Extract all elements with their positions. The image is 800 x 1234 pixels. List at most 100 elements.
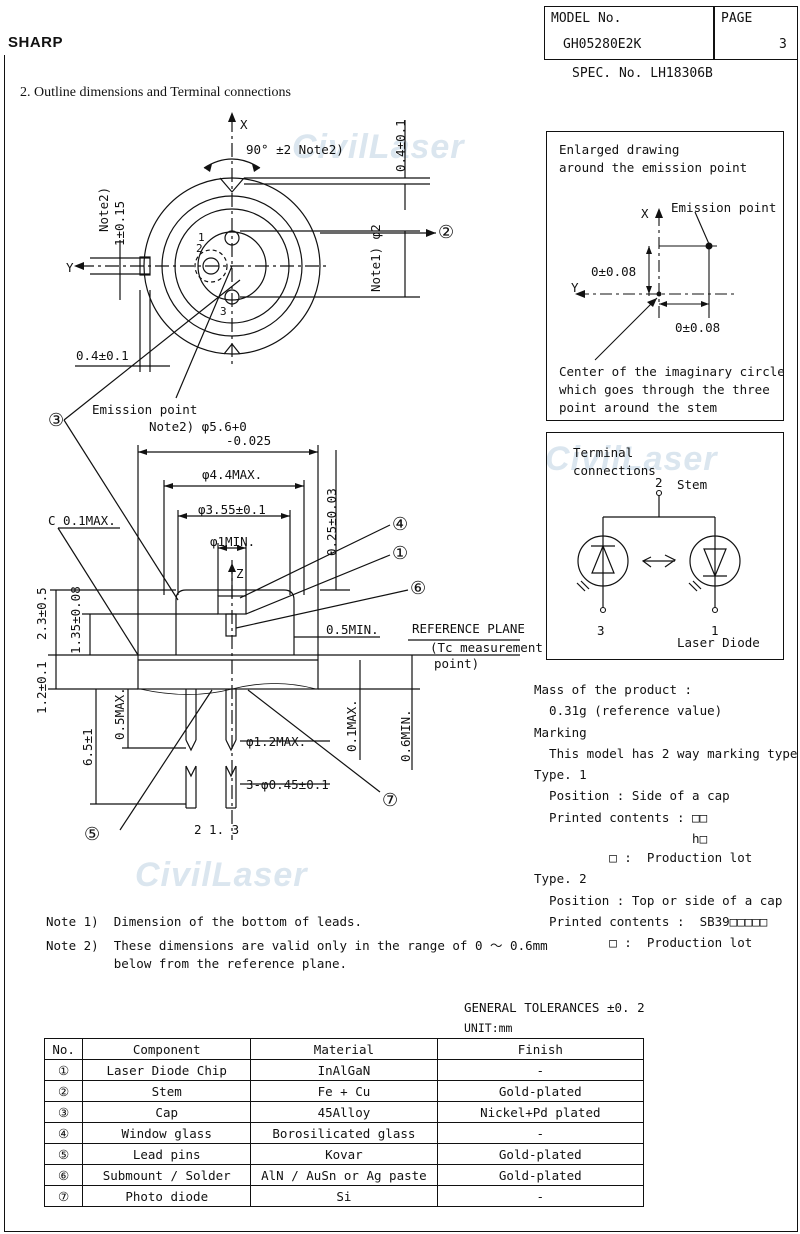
axis-y-label: Y: [66, 260, 74, 275]
pin-marker-3: 3: [220, 305, 227, 318]
table-cell: Gold-plated: [436, 1080, 645, 1102]
table-cell: -: [436, 1122, 645, 1144]
axis-z-label: Z: [236, 566, 244, 581]
general-tolerances: GENERAL TOLERANCES ±0. 2: [464, 1000, 645, 1015]
pin-marker-2: 2: [196, 242, 203, 255]
enlarged-y-label: Y: [571, 280, 579, 295]
note-line: Note 1) Dimension of the bottom of leads…: [46, 914, 363, 929]
enlarged-drawing-box: Enlarged drawing around the emission poi…: [546, 131, 785, 421]
angle-dimension: 90° ±2 Note2): [246, 142, 344, 157]
side-tolerance: 1±0.15: [112, 200, 127, 246]
table-cell: ①: [43, 1059, 84, 1081]
document-frame: [4, 55, 798, 1232]
unit-label: UNIT:mm: [464, 1021, 513, 1035]
terminal-schematic: [576, 489, 741, 614]
table-cell: Si: [250, 1185, 438, 1207]
table-cell: -: [436, 1185, 645, 1207]
enlarged-desc-1: Center of the imaginary circle: [559, 364, 785, 379]
terminal-pin-2: 2: [655, 475, 663, 490]
info-line: 0.31g (reference value): [534, 703, 723, 719]
info-line: Marking: [534, 724, 587, 740]
phi44-dimension: φ4.4MAX.: [202, 467, 263, 482]
spec-number: SPEC. No. LH18306B: [572, 66, 713, 81]
axis-x-label: X: [240, 117, 248, 132]
table-cell: ⑦: [43, 1185, 84, 1207]
lead-pin-labels: 2 1. 3: [194, 822, 240, 837]
table-cell: Gold-plated: [436, 1143, 645, 1165]
terminal-title-2: connections: [573, 463, 656, 478]
page-label: PAGE: [721, 11, 753, 26]
terminal-title-1: Terminal: [573, 445, 634, 460]
pin-marker-1: 1: [198, 231, 205, 244]
enlarged-drawing-graphic: [575, 208, 737, 361]
note2-side: Note2): [96, 186, 111, 232]
table-cell: ③: [43, 1101, 84, 1123]
table-row: ① Laser Diode Chip InAlGaN -: [43, 1059, 645, 1081]
laser-diode-label: Laser Diode: [677, 635, 760, 650]
enlarged-desc-2: which goes through the three: [559, 382, 770, 397]
table-cell: Photo diode: [82, 1185, 252, 1207]
v06min-dimension: 0.6MIN.: [398, 709, 413, 762]
enlarged-title-1: Enlarged drawing: [559, 142, 680, 157]
v05max-dimension: 0.5MAX.: [112, 687, 127, 740]
chamfer-dimension: C 0.1MAX.: [48, 513, 116, 528]
table-cell: Gold-plated: [436, 1164, 645, 1186]
watermark-middle: CivilLaser: [545, 440, 718, 478]
enlarged-dim-1: 0±0.08: [591, 264, 637, 279]
sharp-logo: SHARP: [8, 34, 64, 51]
table-cell: Submount / Solder: [82, 1164, 252, 1186]
model-value: GH05280E2K: [563, 37, 642, 52]
phi355-dimension: φ3.55±0.1: [198, 502, 266, 517]
title-block: MODEL No. GH05280E2K PAGE 3: [544, 6, 798, 60]
callout-1: ①: [392, 543, 409, 563]
table-cell: 45Alloy: [250, 1101, 438, 1123]
product-info: Mass of the product : 0.31g (reference v…: [534, 682, 800, 957]
info-line: Type. 1: [534, 767, 587, 783]
table-cell: Kovar: [250, 1143, 438, 1165]
info-line: This model has 2 way marking type.: [534, 745, 800, 761]
watermark-bottom: CivilLaser: [135, 856, 308, 894]
table-cell: ⑥: [43, 1164, 84, 1186]
table-cell: ②: [43, 1080, 84, 1102]
enlarged-emission-label: Emission point: [671, 200, 777, 215]
table-cell: Nickel+Pd plated: [436, 1101, 645, 1123]
callout-3: ③: [48, 410, 65, 430]
terminal-pin-3: 3: [597, 623, 605, 638]
table-cell: Cap: [82, 1101, 252, 1123]
terminal-stem-label: Stem: [677, 477, 708, 492]
info-line: Type. 2: [534, 871, 587, 887]
enlarged-title-2: around the emission point: [559, 160, 748, 175]
info-line: □ : Production lot: [534, 850, 753, 866]
callout-7: ⑦: [382, 790, 399, 810]
table-cell: ④: [43, 1122, 84, 1144]
table-cell: Borosilicated glass: [250, 1122, 438, 1144]
model-label: MODEL No.: [551, 11, 622, 26]
v23-dimension: 2.3±0.5: [34, 587, 49, 640]
info-line: Printed contents : SB39□□□□□: [534, 913, 768, 929]
info-line: Position : Side of a cap: [534, 788, 730, 804]
table-cell: AlN / AuSn or Ag paste: [250, 1164, 438, 1186]
table-cell: Window glass: [82, 1122, 252, 1144]
table-cell: ⑤: [43, 1143, 84, 1165]
terminal-pin-1: 1: [711, 623, 719, 638]
enlarged-dim-2: 0±0.08: [675, 320, 721, 335]
watermark-top: CivilLaser: [292, 128, 465, 166]
emission-point-label: Emission point: [92, 402, 198, 417]
info-line: Mass of the product :: [534, 682, 693, 697]
lead-diameter: 3-φ0.45±0.1: [246, 777, 329, 792]
note2-phi: Note2) φ5.6+0: [149, 419, 247, 434]
info-line: Position : Top or side of a cap: [534, 892, 783, 908]
page-number: 3: [779, 37, 787, 52]
v01max-dimension: 0.1MAX.: [344, 699, 359, 752]
info-line: h□: [534, 831, 708, 847]
column-header: Finish: [436, 1038, 645, 1060]
info-line: Printed contents : □□: [534, 809, 708, 825]
callout-6: ⑥: [410, 578, 427, 598]
top-tolerance: 0.4±0.1: [393, 119, 408, 172]
enlarged-x-label: X: [641, 206, 649, 221]
v135-dimension: 1.35±0.08: [68, 586, 83, 654]
phi-tolerance: -0.025: [226, 433, 272, 448]
table-row: ⑦ Photo diode Si -: [43, 1185, 645, 1207]
v025-dimension: 0.25±0.03: [324, 488, 339, 556]
terminal-connections-box: Terminal connections 2 Stem 3 1 Laser Di…: [546, 432, 784, 660]
